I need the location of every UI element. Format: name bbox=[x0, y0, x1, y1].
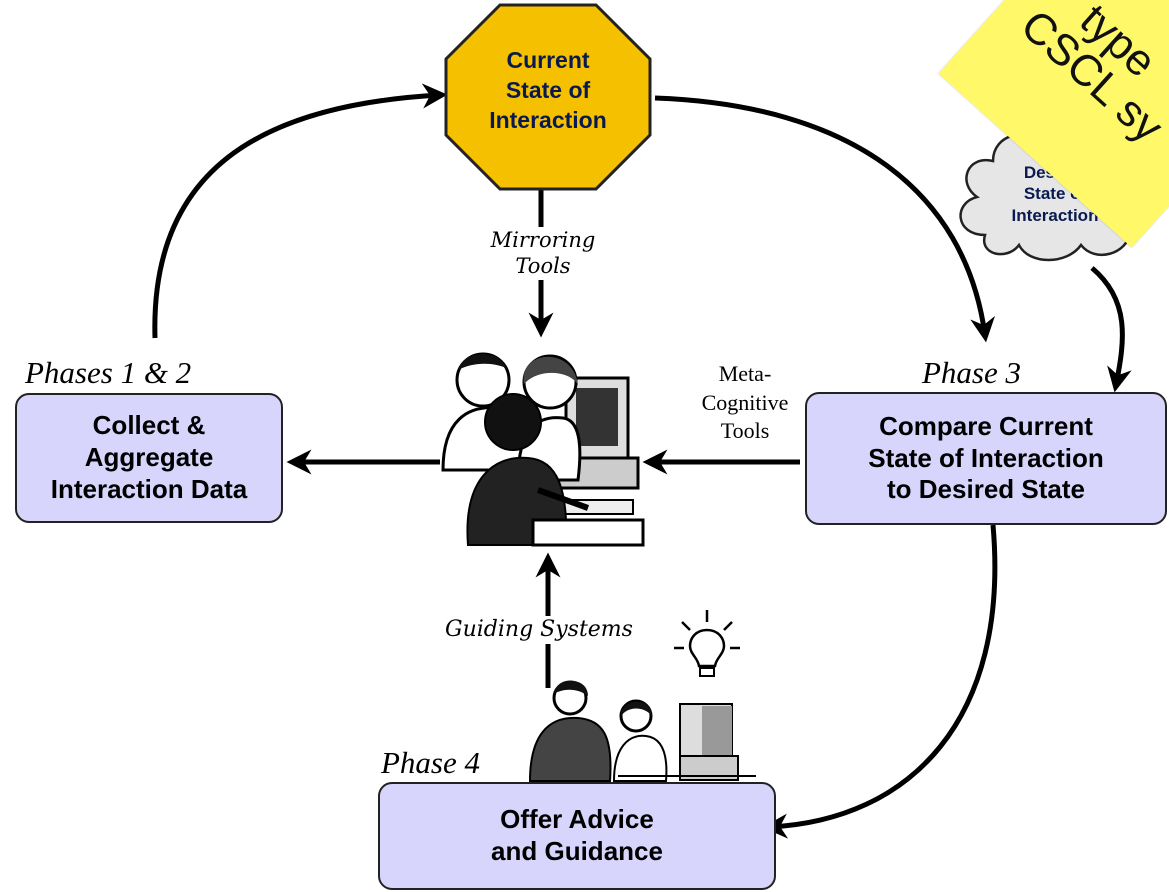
offer-line-2: and Guidance bbox=[491, 836, 663, 866]
mirroring-line-2: Tools bbox=[515, 254, 571, 279]
collect-aggregate-box: Collect & Aggregate Interaction Data bbox=[15, 393, 283, 523]
phase-1-2-label: Phases 1 & 2 bbox=[25, 355, 192, 390]
compare-line-3: to Desired State bbox=[887, 474, 1085, 505]
offer-line-1: Offer Advice bbox=[500, 804, 654, 835]
metacognitive-line-3: Tools bbox=[720, 418, 770, 444]
arrow-collect-to-current bbox=[152, 83, 448, 339]
collect-line-2: Aggregate bbox=[84, 442, 214, 473]
collect-line-1: Collect & bbox=[92, 410, 206, 441]
mirroring-tools-label: Mirroring Tools bbox=[478, 227, 608, 280]
phase-3-label: Phase 3 bbox=[922, 355, 1022, 390]
teacher-with-student-icon bbox=[528, 680, 756, 782]
desired-state-line-3: Interaction bbox=[1011, 205, 1099, 225]
current-state-line-3: Interaction bbox=[489, 106, 607, 133]
current-state-line-1: Current bbox=[506, 47, 590, 73]
arrow-compare-to-offer bbox=[762, 524, 998, 839]
phase-4-label: Phase 4 bbox=[381, 745, 481, 780]
current-state-line-2: State of bbox=[505, 76, 591, 103]
collect-line-3: Interaction Data bbox=[50, 473, 248, 504]
current-state-octagon bbox=[444, 3, 652, 191]
sticky-note-text: type CSCL sy bbox=[1012, 0, 1169, 183]
students-at-computer-icon bbox=[441, 352, 645, 547]
arrow-current-to-compare bbox=[654, 95, 995, 343]
arrow-desired-to-compare bbox=[1090, 266, 1132, 393]
metacognitive-line-1: Meta- bbox=[718, 361, 772, 386]
guiding-systems-label: Guiding Systems bbox=[414, 616, 664, 644]
metacognitive-line-2: Cognitive bbox=[701, 389, 789, 415]
metacognitive-tools-label: Meta- Cognitive Tools bbox=[690, 360, 800, 446]
compare-line-1: Compare Current bbox=[879, 410, 1093, 441]
compare-state-box: Compare Current State of Interaction to … bbox=[805, 392, 1167, 525]
current-state-label: Current State of Interaction bbox=[442, 46, 654, 136]
compare-line-2: State of Interaction bbox=[868, 442, 1104, 473]
lightbulb-icon bbox=[674, 610, 740, 677]
mirroring-line-1: Mirroring bbox=[490, 228, 596, 252]
offer-advice-box: Offer Advice and Guidance bbox=[378, 782, 776, 890]
